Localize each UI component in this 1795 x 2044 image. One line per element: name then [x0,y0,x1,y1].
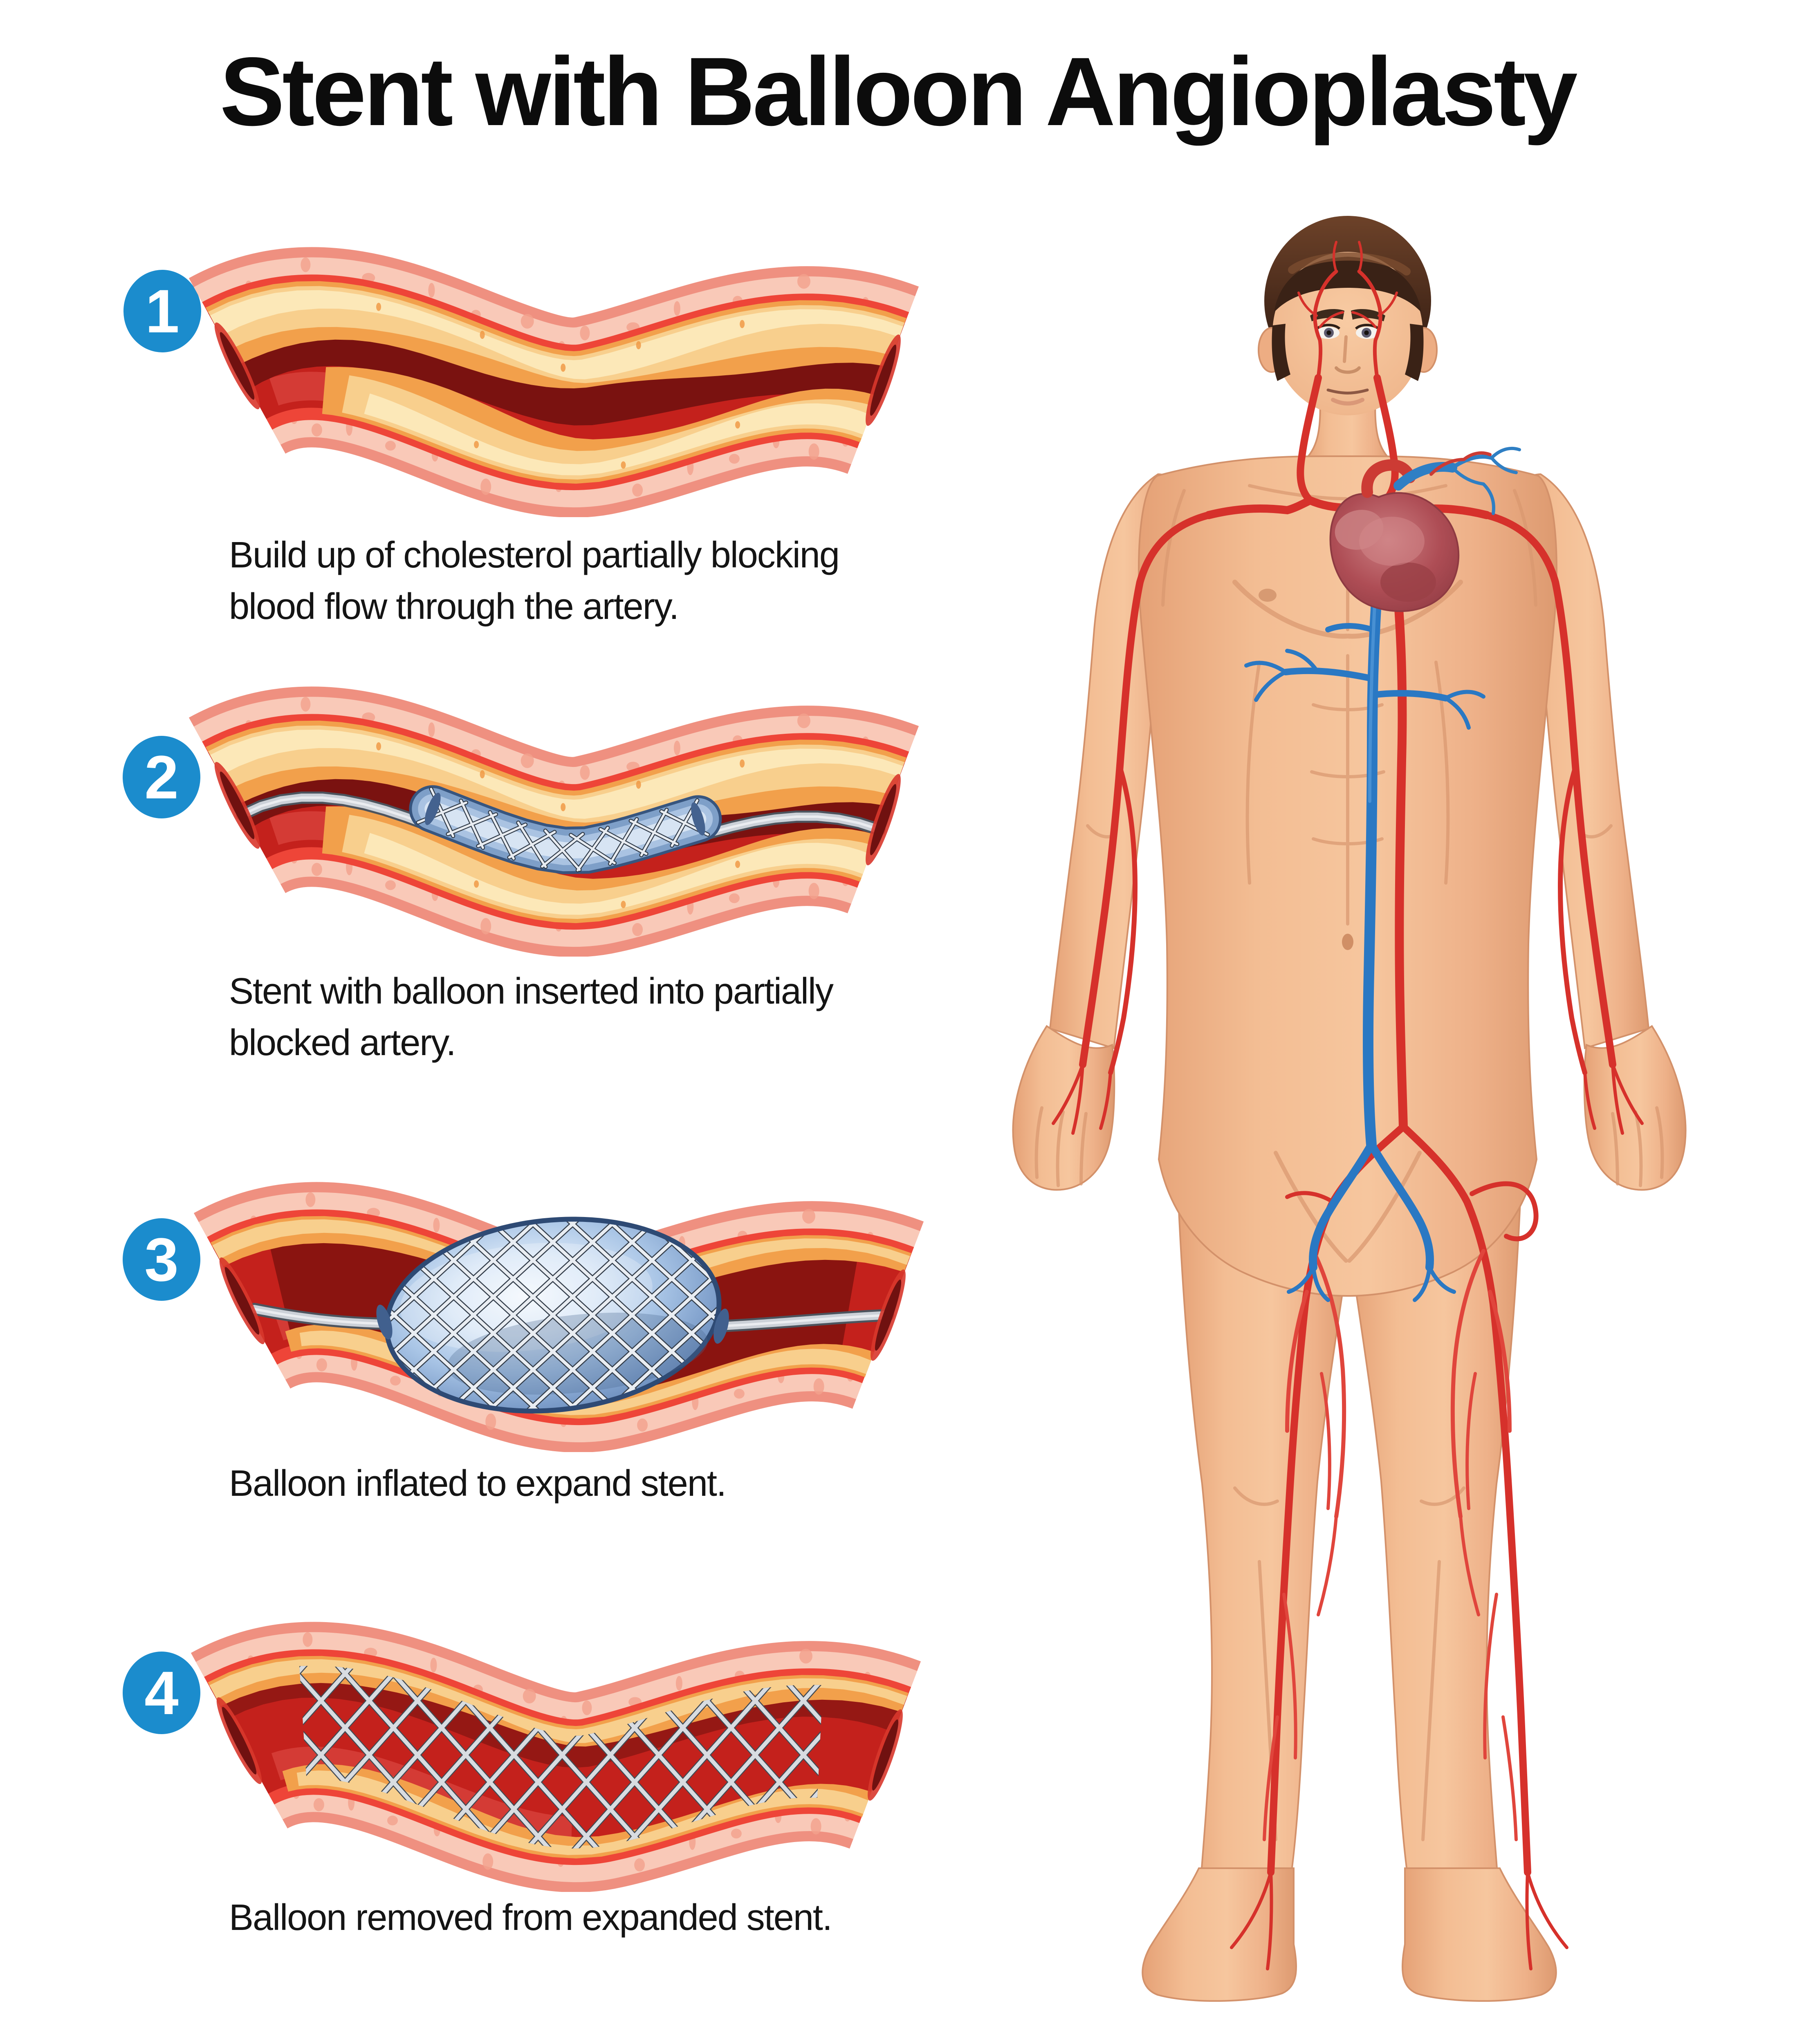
step-4-number-badge: 4 [123,1652,200,1734]
human-figure [989,204,1709,2003]
artery-illustration-stent-inserted [189,686,919,957]
left-foot [1142,1867,1297,2002]
left-sideburn [1272,324,1290,381]
head [1258,216,1438,415]
step-1-number-badge: 1 [123,270,201,352]
mouth [1326,388,1369,394]
hair-highlight [1288,252,1411,276]
right-foot [1401,1867,1557,2002]
step-2-number-badge: 2 [123,736,200,818]
face [1272,252,1423,415]
artery-illustration-blocked [189,247,919,517]
artery-illustration-balloon-inflated [194,1182,924,1452]
step-4-caption: Balloon removed from expanded stent. [229,1897,832,1938]
navel [1342,934,1353,950]
heart [1329,446,1521,612]
right-hand [1583,1025,1687,1191]
hair-fringe [1274,257,1421,312]
left-nipple [1259,589,1277,602]
right-sideburn [1405,324,1424,381]
step-1-caption: Build up of cholesterol partially blocki… [229,535,840,627]
page-title: Stent with Balloon Angioplasty [220,38,1577,146]
step-2-caption: Stent with balloon inserted into partial… [229,971,834,1063]
left-eyebrow [1310,309,1344,321]
right-eyebrow [1351,309,1385,321]
step-3-number-badge: 3 [123,1218,200,1301]
male-circulatory-system-illustration [1012,216,1687,2002]
venous-tree [1244,583,1485,1302]
step-3-caption: Balloon inflated to expand stent. [229,1463,727,1504]
pulmonary-vessels [1393,446,1521,515]
nose [1343,335,1348,363]
aorta-arch [1361,459,1416,498]
artery-illustration-stent-expanded [191,1622,921,1892]
